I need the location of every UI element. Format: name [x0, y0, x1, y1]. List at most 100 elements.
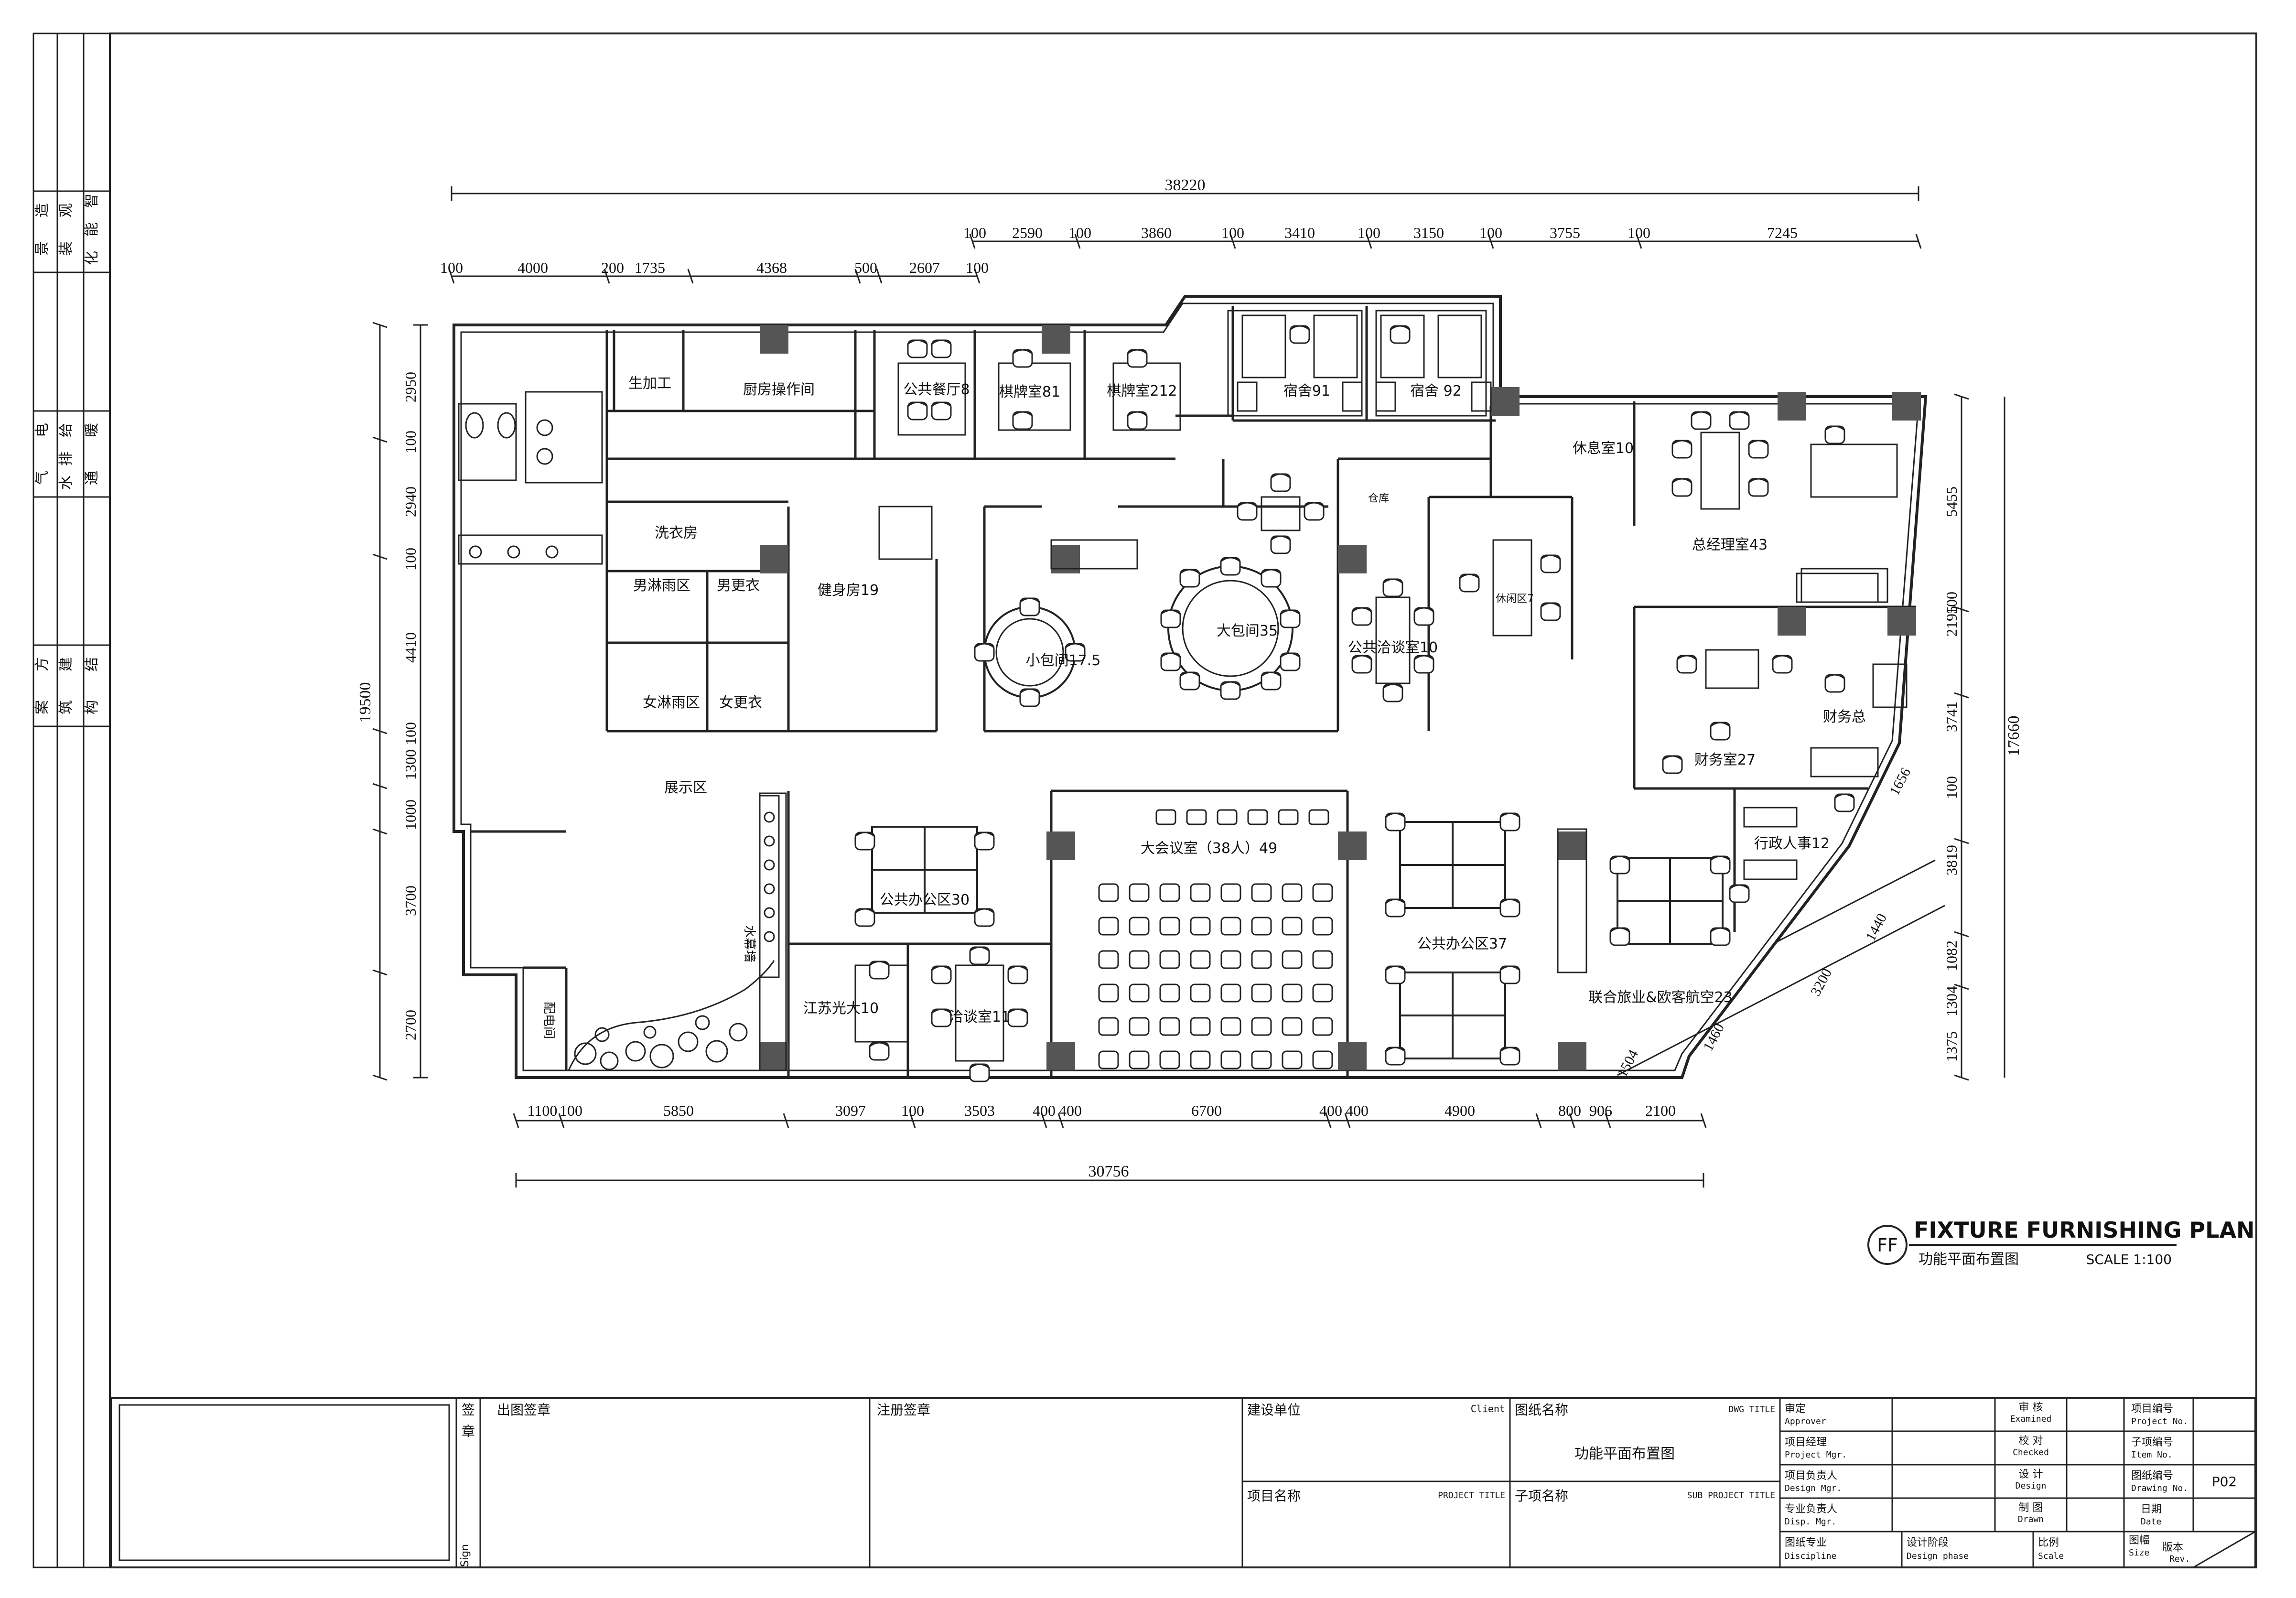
tb-dwg-en: DWG TITLE	[1728, 1404, 1775, 1414]
conference-seat	[1155, 809, 1176, 825]
dim-label: 1504	[1614, 1047, 1641, 1080]
strip-char: 排	[58, 452, 75, 466]
dim-label: 2607	[909, 259, 940, 276]
tb-phase-en: Design phase	[1907, 1551, 1969, 1561]
conference-seat	[1190, 950, 1211, 969]
tb-checked-en: Checked	[2013, 1447, 2049, 1458]
dim-label: 4900	[1444, 1102, 1475, 1119]
dim-label: 100	[402, 548, 419, 571]
conference-seat	[1129, 983, 1150, 1003]
tb-drawn-en: Drawn	[2018, 1514, 2044, 1524]
conference-seat	[1220, 1017, 1241, 1036]
conference-seat	[1190, 1050, 1211, 1069]
room-label-female-shower: 女淋雨区	[643, 694, 700, 711]
dim-label: 100	[1628, 224, 1650, 241]
structural-columns	[760, 325, 1921, 1070]
tb-projno-cn: 项目编号	[2131, 1403, 2173, 1415]
tb-pm-cn: 项目经理	[1785, 1436, 1827, 1448]
title-scale: SCALE 1:100	[2086, 1252, 2172, 1267]
dim-label: 400	[1033, 1102, 1056, 1119]
dim-label: 100	[560, 1102, 582, 1119]
tb-sub-cn: 子项名称	[1515, 1488, 1568, 1504]
room-label-travel: 联合旅业&欧客航空23	[1588, 989, 1733, 1006]
title-block-text: 签 章 Sign 出图签章 注册签章 建设单位 Client 项目名称 PROJ…	[459, 1402, 2237, 1567]
room-label-small-room: 小包间17.5	[1026, 652, 1101, 669]
dim-label: 2195	[1943, 606, 1960, 637]
tb-dwgno-value: P02	[2212, 1474, 2237, 1490]
workstations	[854, 812, 1731, 1082]
title-sub: 功能平面布置图	[1919, 1251, 2019, 1268]
dim-label: 3503	[964, 1102, 995, 1119]
strip-char: 方	[34, 657, 51, 671]
drawing-title: FF FIXTURE FURNISHING PLAN 功能平面布置图 SCALE…	[1867, 1217, 2255, 1268]
tb-design-en: Design	[2015, 1481, 2046, 1491]
dim-label: 100	[402, 431, 419, 453]
strip-char: 能	[84, 222, 100, 237]
room-label-finance: 财务室27	[1694, 752, 1756, 768]
strip-char: 结	[84, 657, 100, 671]
conference-seat	[1098, 950, 1119, 969]
tb-design-cn: 设 计	[2019, 1468, 2043, 1480]
conference-seat	[1159, 883, 1180, 902]
conference-seat	[1251, 983, 1272, 1003]
tb-rev-cn: 版本	[2162, 1542, 2183, 1554]
tb-disc-cn: 图纸专业	[1785, 1537, 1827, 1549]
tb-examined-en: Examined	[2010, 1414, 2052, 1424]
tb-itemno-en: Item No.	[2131, 1450, 2173, 1460]
conference-seat	[1098, 1017, 1119, 1036]
chairs	[907, 325, 1855, 903]
conference-seat	[1278, 809, 1299, 825]
tb-rev-en: Rev.	[2169, 1554, 2190, 1564]
strip-char: 智	[84, 194, 100, 208]
tb-dwg-cn: 图纸名称	[1515, 1402, 1568, 1418]
tb-scale-en: Scale	[2038, 1551, 2064, 1561]
dim-label: 500	[854, 259, 877, 276]
room-label-chess1: 棋牌室81	[999, 384, 1060, 400]
conference-seat	[1251, 917, 1272, 936]
conference-seat	[1312, 1050, 1333, 1069]
conference-seat	[1251, 1050, 1272, 1069]
dim-label: 1656	[1886, 765, 1914, 798]
room-label-conference: 大会议室（38人）49	[1141, 840, 1277, 857]
garden-planting	[568, 795, 780, 1071]
conference-seat	[1190, 917, 1211, 936]
room-label-office30: 公共办公区30	[880, 892, 970, 908]
tb-projno-en: Project No.	[2131, 1416, 2188, 1426]
dim-label: 100	[901, 1102, 924, 1119]
conference-seat	[1220, 883, 1241, 902]
conference-seat	[1282, 1017, 1303, 1036]
strip-char: 通	[84, 471, 100, 485]
tb-disp-en: Disp. Mgr.	[1785, 1517, 1836, 1527]
room-label-dorm1: 宿舍91	[1283, 383, 1330, 400]
dim-label: 7245	[1767, 224, 1798, 241]
conference-seat	[1098, 883, 1119, 902]
conference-seat	[1282, 1050, 1303, 1069]
tb-date-cn: 日期	[2141, 1503, 2162, 1515]
room-label-storage: 仓库	[1368, 493, 1389, 505]
dim-label: 3860	[1141, 224, 1172, 241]
conference-seat	[1129, 1050, 1150, 1069]
beds	[1237, 314, 1879, 603]
conference-seat	[1282, 950, 1303, 969]
tb-phase-cn: 设计阶段	[1907, 1537, 1949, 1549]
conference-seat	[1220, 1050, 1241, 1069]
strip-char: 观	[58, 203, 75, 217]
tb-size-en: Size	[2129, 1548, 2149, 1558]
dim-label: 100	[1943, 592, 1960, 615]
dim-label: 100	[1068, 224, 1091, 241]
tb-project-cn: 项目名称	[1247, 1488, 1301, 1504]
dim-label: 2100	[1645, 1102, 1676, 1119]
dim-label: 100	[1358, 224, 1380, 241]
conference-seat	[1247, 809, 1268, 825]
dim-label: 1304	[1943, 986, 1960, 1016]
tb-approver-cn: 审定	[1785, 1403, 1806, 1415]
dim-label: 906	[1589, 1102, 1612, 1119]
tb-examined-cn: 审 核	[2019, 1402, 2043, 1414]
room-label-male-shower: 男淋雨区	[633, 577, 690, 594]
room-label-dorm2: 宿舍 92	[1410, 383, 1462, 400]
conference-seat	[1159, 917, 1180, 936]
conference-seat	[1129, 1017, 1150, 1036]
tb-project-en: PROJECT TITLE	[1438, 1490, 1505, 1501]
dim-label: 3200	[1808, 966, 1835, 998]
conference-seat	[1282, 917, 1303, 936]
